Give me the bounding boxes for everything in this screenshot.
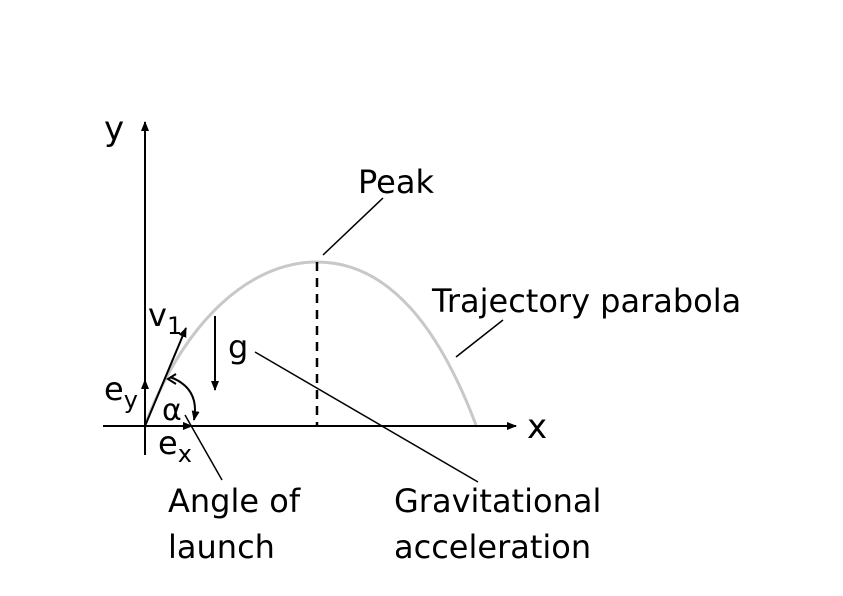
gravity-leader-line [254, 351, 479, 483]
velocity-label: v1 [148, 296, 182, 340]
unit-x-label: ex [158, 424, 192, 468]
peak-leader-line [322, 197, 384, 256]
x-axis-label: x [527, 407, 547, 447]
gravity-label: g [228, 328, 248, 366]
angle-arc-start-tip [166, 373, 177, 385]
angle-label-line2: launch [168, 528, 275, 566]
gravity-label-line2: acceleration [394, 528, 591, 566]
unit-y-label: ey [104, 370, 138, 414]
trajectory-label: Trajectory parabola [431, 282, 741, 320]
angle-leader-line [184, 414, 223, 481]
trajectory-leader-line [455, 319, 504, 358]
angle-arc [169, 376, 200, 421]
angle-symbol: α [162, 393, 182, 428]
peak-label: Peak [358, 163, 434, 201]
gravity-label-line1: Gravitational [394, 482, 601, 520]
y-axis-label: y [104, 109, 124, 149]
angle-label-line1: Angle of [168, 482, 301, 520]
velocity-vector-arrow [144, 327, 187, 427]
